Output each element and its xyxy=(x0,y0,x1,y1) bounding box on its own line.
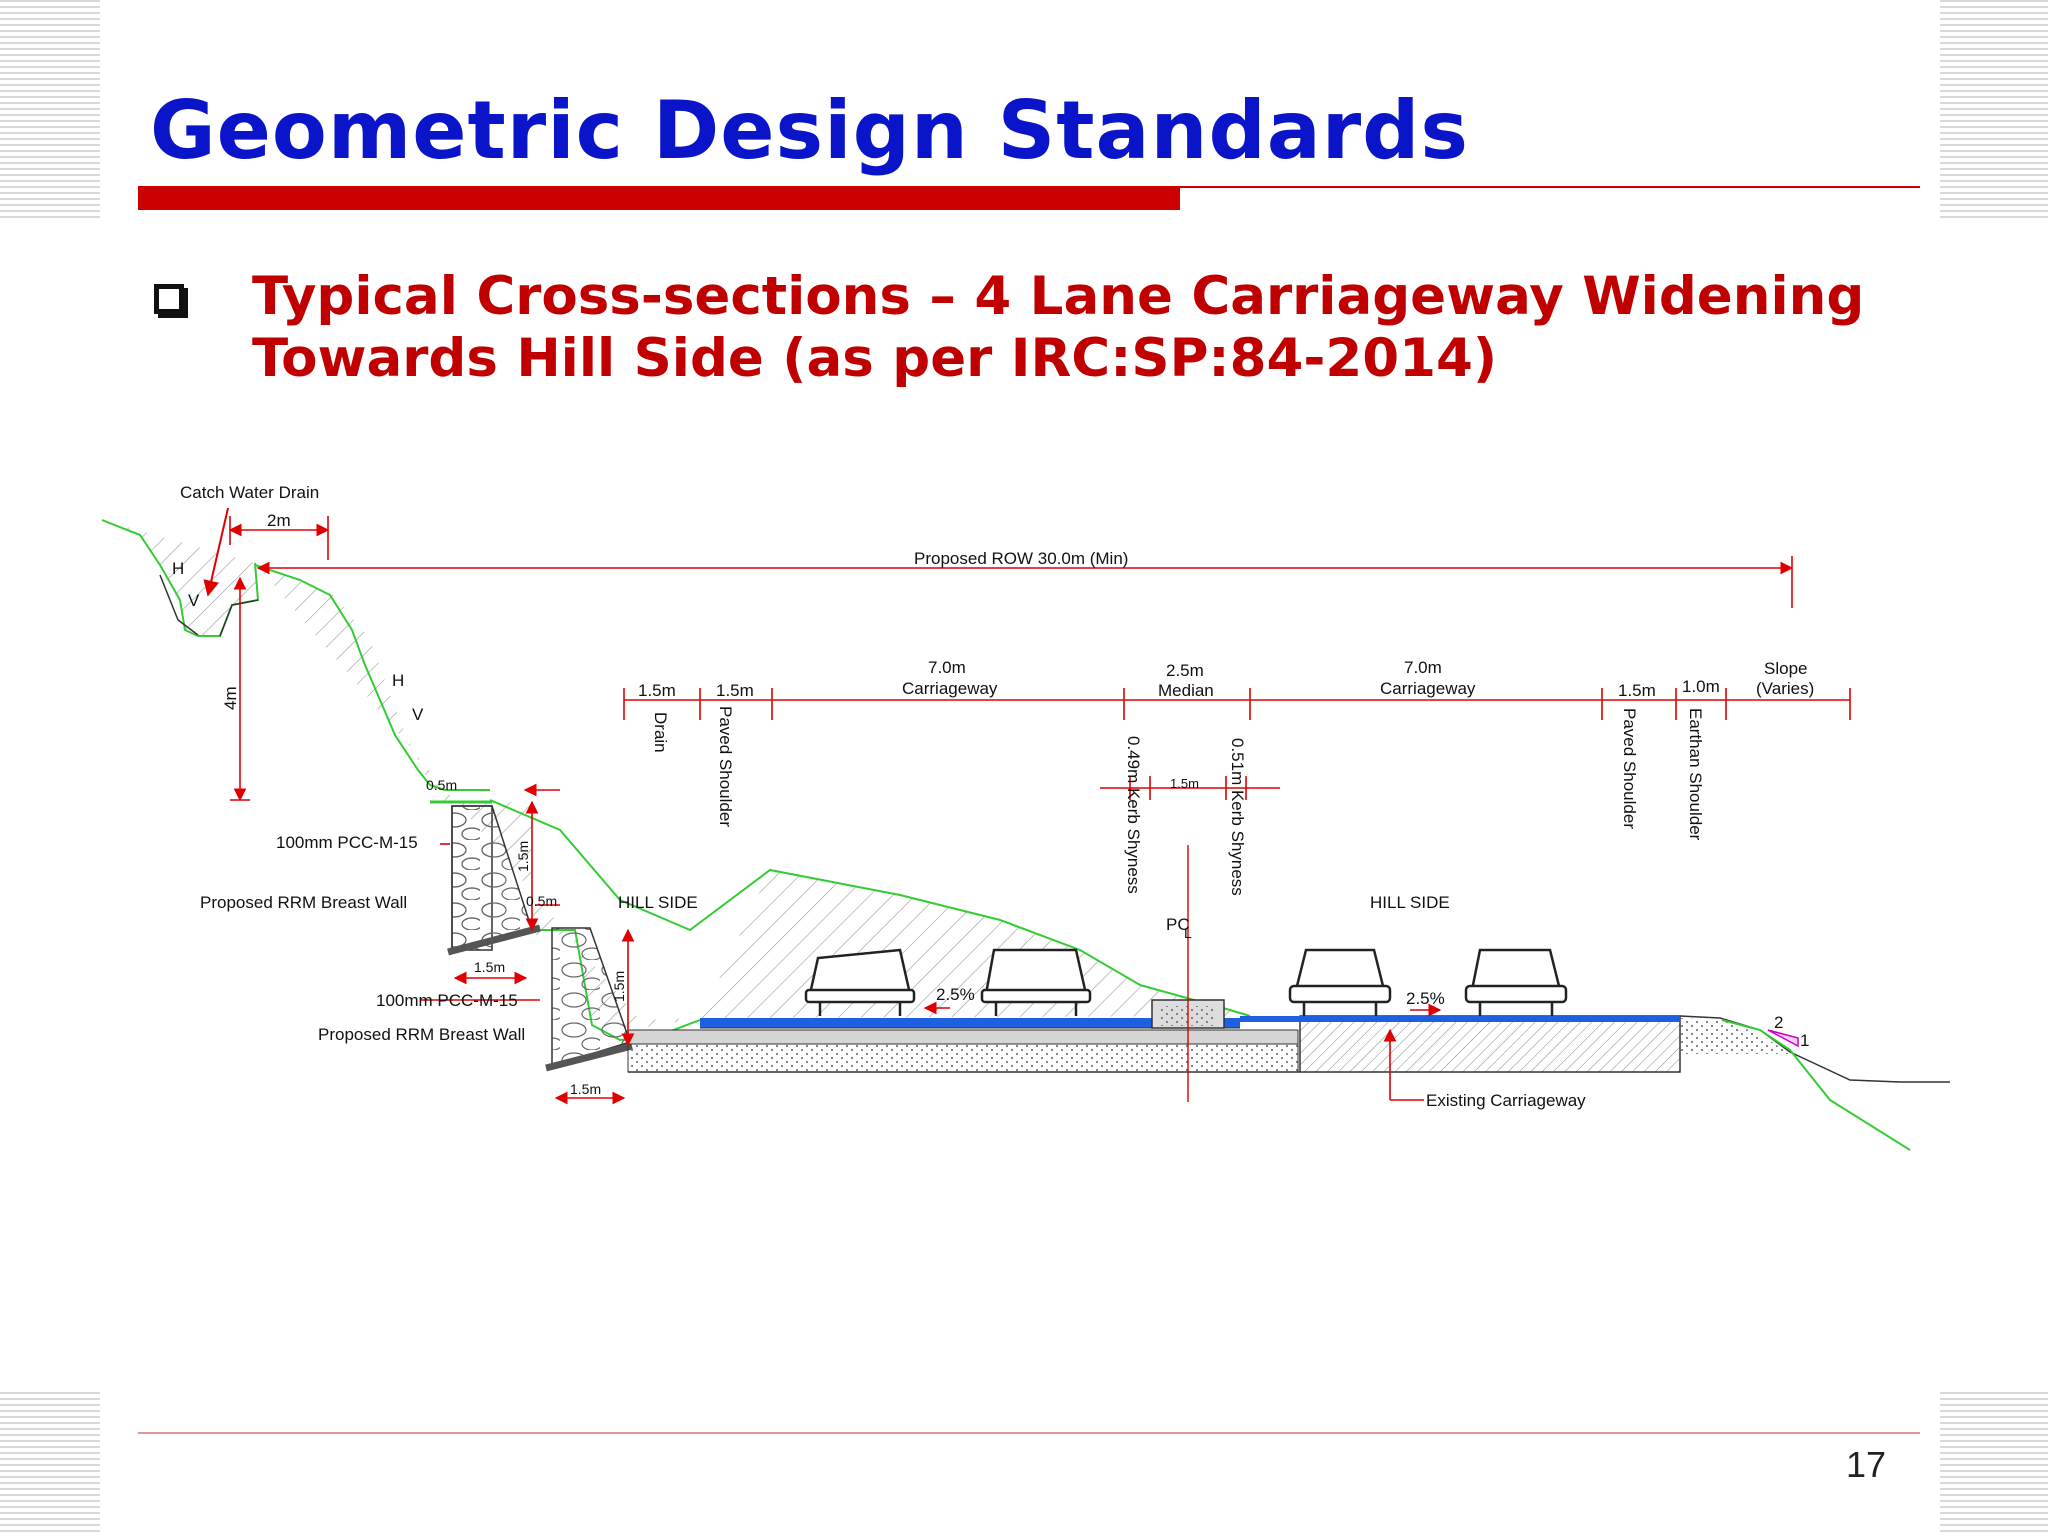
hill-cut-mass xyxy=(254,563,1251,1042)
catch-water-drain-label: Catch Water Drain xyxy=(180,483,319,502)
drain-label: Drain xyxy=(651,712,670,753)
catch-drain-pointer xyxy=(203,507,229,597)
earthen-shoulder-label: Earthan Shoulder xyxy=(1686,708,1705,841)
carriageway-left-label: Carriageway xyxy=(902,679,998,698)
slope-ratio-1: 1 xyxy=(1800,1031,1809,1050)
dim-paved-left-label: 1.5m xyxy=(716,681,754,700)
dim-2m-label: 2m xyxy=(267,511,291,530)
page-number: 17 xyxy=(1846,1444,1887,1485)
dim-1-5m-wall2-h: 1.5m xyxy=(611,971,627,1002)
dim-earthen-label: 1.0m xyxy=(1682,677,1720,696)
hill-side-left-label: HILL SIDE xyxy=(618,893,698,912)
breast-wall-lower xyxy=(545,927,633,1072)
slope-indicator xyxy=(1767,1029,1799,1048)
dim-1-5m-wall2-w: 1.5m xyxy=(570,1081,601,1097)
rrm-wall-label-1: Proposed RRM Breast Wall xyxy=(200,893,407,912)
existing-carriageway-label: Existing Carriageway xyxy=(1426,1091,1586,1110)
car-2 xyxy=(980,948,1092,1016)
rrm-wall-label-2: Proposed RRM Breast Wall xyxy=(318,1025,525,1044)
pavement-right xyxy=(1240,1015,1950,1151)
dim-1-5m-wall1-w: 1.5m xyxy=(474,959,505,975)
dim-0-5m-a: 0.5m xyxy=(426,777,457,793)
subtitle-line-1: Typical Cross-sections – 4 Lane Carriage… xyxy=(252,266,1865,327)
title-rule-thick xyxy=(138,186,1180,210)
carriageway-right-label: Carriageway xyxy=(1380,679,1476,698)
proposed-row-label: Proposed ROW 30.0m (Min) xyxy=(914,549,1128,568)
slide-title: Geometric Design Standards xyxy=(150,84,1470,177)
median-label: Median xyxy=(1158,681,1214,700)
dim-1-5m-wall1-h: 1.5m xyxy=(515,841,531,872)
breast-wall-upper xyxy=(430,800,541,956)
vehicles xyxy=(804,948,1568,1016)
kerb-shyness-right-label: 0.51m Kerb Shyness xyxy=(1228,738,1247,896)
car-3 xyxy=(1288,948,1392,1016)
camber-left-label: 2.5% xyxy=(936,985,975,1004)
median-width-label: 2.5m xyxy=(1166,661,1204,680)
slope-v-label-1: V xyxy=(188,591,200,610)
kerb-shyness-left-label: 0.49m Kerb Shyness xyxy=(1124,736,1143,894)
paved-shoulder-right-label: Paved Shoulder xyxy=(1620,708,1639,829)
bullet-checkbox-icon xyxy=(154,284,188,318)
dim-drain-label: 1.5m xyxy=(638,681,676,700)
car-1 xyxy=(804,948,916,1016)
slope-varies-line1: Slope xyxy=(1764,659,1807,678)
carriageway-right-width: 7.0m xyxy=(1404,658,1442,677)
carriageway-left-width: 7.0m xyxy=(928,658,966,677)
footer-rule xyxy=(138,1432,1920,1434)
car-4 xyxy=(1464,948,1568,1016)
pcc-label-2: 100mm PCC-M-15 xyxy=(376,991,518,1010)
slope-h-label-1: H xyxy=(172,559,184,578)
dim-0-5m-b: 0.5m xyxy=(526,893,557,909)
slope-ratio-2: 2 xyxy=(1774,1013,1783,1032)
pcl-label: PC xyxy=(1166,915,1190,934)
slope-v-label-2: V xyxy=(412,705,424,724)
camber-right-label: 2.5% xyxy=(1406,989,1445,1008)
catch-water-drain-shape xyxy=(101,519,260,637)
dim-paved-right-label: 1.5m xyxy=(1618,681,1656,700)
paved-shoulder-left-label: Paved Shoulder xyxy=(716,706,735,827)
subtitle: Typical Cross-sections – 4 Lane Carriage… xyxy=(252,266,1872,390)
slide-panel xyxy=(100,0,1940,1536)
dimension-lines xyxy=(228,516,1851,1105)
dim-4m-label: 4m xyxy=(221,686,240,710)
pcc-label-1: 100mm PCC-M-15 xyxy=(276,833,418,852)
subtitle-line-2: Towards Hill Side (as per IRC:SP:84-2014… xyxy=(252,328,1498,389)
slope-varies-line2: (Varies) xyxy=(1756,679,1814,698)
hill-side-right-label: HILL SIDE xyxy=(1370,893,1450,912)
kerb-mid-dim-label: 1.5m xyxy=(1170,776,1199,791)
pcl-sub-label: L xyxy=(1184,925,1192,941)
slope-h-label-2: H xyxy=(392,671,404,690)
